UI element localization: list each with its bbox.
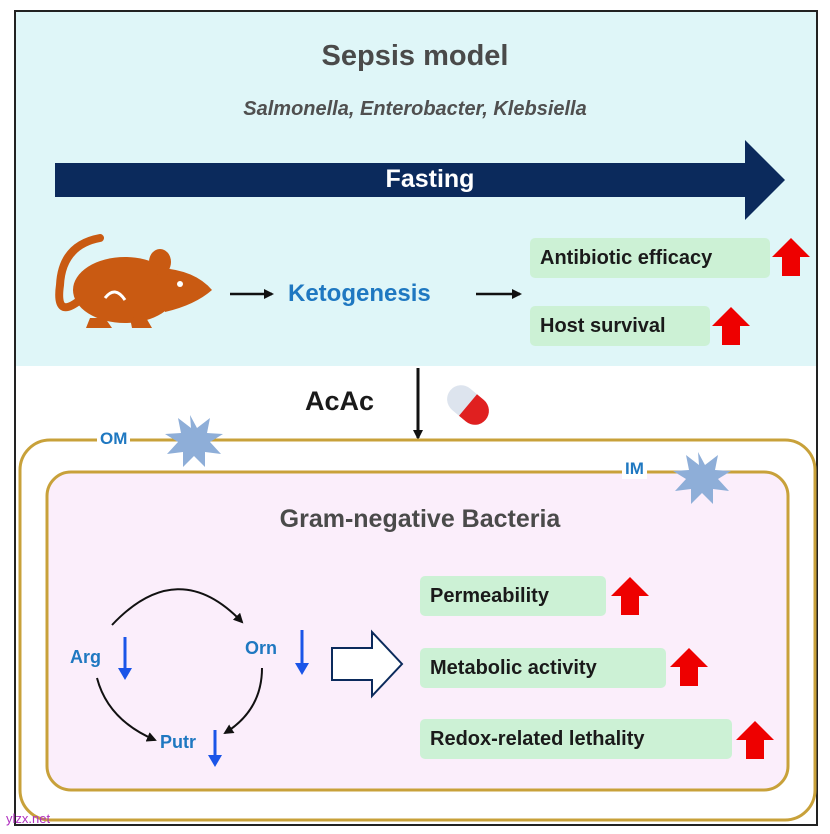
mouse-eye [177, 281, 183, 287]
mouse-leg-detail [103, 290, 127, 301]
redox-lethality-box: Redox-related lethality [420, 719, 732, 759]
mouse-icon [55, 234, 212, 328]
up-arrow-survival [712, 307, 750, 345]
om-label: OM [97, 429, 131, 449]
fasting-label: Fasting [385, 165, 475, 193]
metabolite-orn: Orn [245, 638, 278, 658]
bacteria-title: Gram-negative Bacteria [279, 505, 561, 533]
acac-label: AcAc [305, 386, 375, 416]
pathogen-list: Salmonella, Enterobacter, Klebsiella [243, 98, 587, 120]
metabolite-arg: Arg [70, 647, 101, 667]
om-spiky-icon [165, 415, 223, 467]
host-survival-box: Host survival [530, 306, 710, 346]
metabolite-putr: Putr [160, 732, 196, 752]
up-arrow-antibiotic [772, 238, 810, 276]
hollow-effect-arrow [331, 629, 404, 699]
page-title: Sepsis model [321, 40, 509, 72]
orn-down-arrow [295, 630, 309, 675]
im-label: IM [622, 459, 647, 479]
putr-down-arrow [208, 730, 222, 767]
metabolic-activity-box: Metabolic activity [420, 648, 666, 688]
ketogenesis-label: Ketogenesis [288, 280, 431, 307]
arg-to-putr-arrow [96, 677, 157, 742]
pill-icon [447, 385, 489, 425]
im-spiky-icon [673, 452, 731, 504]
arg-down-arrow [118, 637, 132, 680]
inner-membrane [45, 470, 790, 792]
up-arrow-redox [736, 721, 774, 759]
antibiotic-efficacy-box: Antibiotic efficacy [530, 238, 770, 278]
watermark: ylzx.net [6, 811, 51, 826]
orn-to-putr-arrow [223, 667, 263, 735]
up-arrow-metabolic [670, 648, 708, 686]
up-arrow-permeability [611, 577, 649, 615]
permeability-box: Permeability [420, 576, 606, 616]
outer-membrane [18, 438, 817, 822]
arg-to-orn-arrow [111, 588, 244, 626]
fasting-arrow [55, 140, 785, 220]
